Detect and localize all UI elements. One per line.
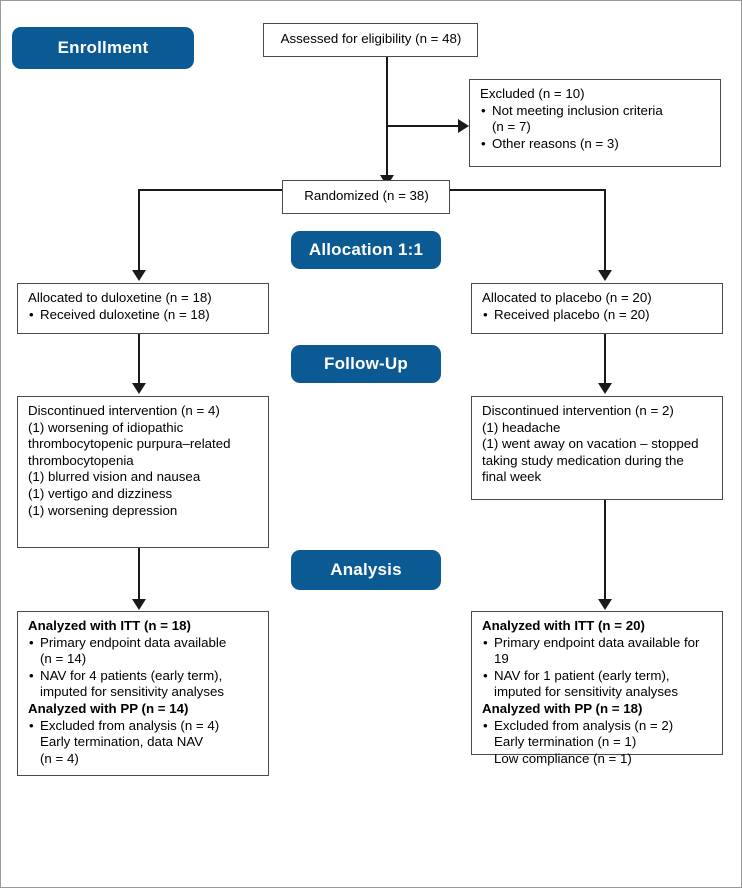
excluded-item-0: Not meeting inclusion criteria	[480, 103, 711, 120]
follow-left-line-5: (1) worsening depression	[28, 502, 178, 518]
analysis-right-pp-item-0: Excluded from analysis (n = 2)	[482, 718, 713, 735]
randomized-label: Randomized (n = 38)	[304, 188, 429, 203]
connector-allocleft-to-followleft	[138, 334, 140, 386]
box-analysis-placebo: Analyzed with ITT (n = 20) Primary endpo…	[471, 611, 723, 766]
analysis-left-pp-item-0: Excluded from analysis (n = 4)	[28, 718, 259, 735]
connector-allocright-to-followright	[604, 334, 606, 386]
box-randomized: Randomized (n = 38)	[282, 180, 450, 214]
arrowhead-follow-right	[598, 383, 612, 394]
alloc-left-title: Allocated to duloxetine (n = 18)	[28, 290, 212, 305]
stage-pill-followup: Follow-Up	[291, 345, 441, 383]
box-allocated-duloxetine: Allocated to duloxetine (n = 18) Receive…	[17, 283, 269, 334]
arrowhead-analysis-left	[132, 599, 146, 610]
follow-right-line-0: (1) headache	[482, 419, 561, 435]
connector-randomized-left	[138, 189, 283, 191]
follow-right-line-3: final week	[482, 469, 542, 485]
assessed-label: Assessed for eligibility (n = 48)	[280, 31, 462, 46]
arrowhead-alloc-left	[132, 270, 146, 281]
analysis-right-pp-title: Analyzed with PP (n = 18)	[482, 700, 643, 716]
box-assessed-for-eligibility: Assessed for eligibility (n = 48)	[263, 23, 478, 57]
box-excluded: Excluded (n = 10) Not meeting inclusion …	[469, 79, 721, 167]
excluded-title: Excluded (n = 10)	[480, 86, 585, 101]
stage-pill-analysis: Analysis	[291, 550, 441, 590]
analysis-left-itt-title: Analyzed with ITT (n = 18)	[28, 618, 191, 633]
follow-right-title: Discontinued intervention (n = 2)	[482, 403, 674, 418]
stage-pill-enrollment: Enrollment	[12, 27, 194, 69]
alloc-right-title: Allocated to placebo (n = 20)	[482, 290, 652, 305]
analysis-left-pp-title: Analyzed with PP (n = 14)	[28, 700, 189, 716]
stage-label-followup: Follow-Up	[324, 354, 408, 373]
analysis-left-pp-item-1: Early termination, data NAV	[40, 734, 204, 750]
analysis-right-pp-item-1: Early termination (n = 1)	[494, 734, 637, 750]
excluded-item-2: Other reasons (n = 3)	[480, 136, 711, 153]
stage-label-enrollment: Enrollment	[57, 38, 149, 57]
arrowhead-alloc-right	[598, 270, 612, 281]
analysis-left-pp-item-2: (n = 4)	[40, 750, 79, 766]
connector-randomized-right	[449, 189, 605, 191]
alloc-left-item-0: Received duloxetine (n = 18)	[28, 307, 259, 324]
analysis-left-itt-item-1: (n = 14)	[40, 651, 87, 667]
box-discontinued-duloxetine: Discontinued intervention (n = 4) (1) wo…	[17, 396, 269, 548]
connector-left-down	[138, 189, 140, 273]
analysis-right-pp-item-2: Low compliance (n = 1)	[494, 750, 632, 766]
box-analysis-duloxetine: Analyzed with ITT (n = 18) Primary endpo…	[17, 611, 269, 776]
connector-followright-to-analysisright	[604, 500, 606, 602]
analysis-left-itt-item-3: imputed for sensitivity analyses	[40, 684, 225, 700]
analysis-right-itt-item-1: NAV for 1 patient (early term),	[482, 668, 713, 685]
follow-left-title: Discontinued intervention (n = 4)	[28, 403, 220, 418]
excluded-item-1: (n = 7)	[492, 119, 531, 135]
connector-assessed-to-randomized	[386, 57, 388, 178]
box-allocated-placebo: Allocated to placebo (n = 20) Received p…	[471, 283, 723, 334]
stage-label-allocation: Allocation 1:1	[308, 240, 424, 259]
follow-right-line-2: taking study medication during the	[482, 452, 684, 468]
analysis-right-itt-item-0: Primary endpoint data available for 19	[482, 635, 713, 668]
analysis-left-itt-item-0: Primary endpoint data available	[28, 635, 259, 652]
arrowhead-analysis-right	[598, 599, 612, 610]
follow-left-line-2: thrombocytopenia	[28, 452, 134, 468]
arrowhead-follow-left	[132, 383, 146, 394]
stage-pill-allocation: Allocation 1:1	[291, 231, 441, 269]
analysis-right-itt-item-2: imputed for sensitivity analyses	[494, 684, 679, 700]
follow-left-line-1: thrombocytopenic purpura–related	[28, 436, 231, 452]
connector-to-excluded	[386, 125, 466, 127]
box-discontinued-placebo: Discontinued intervention (n = 2) (1) he…	[471, 396, 723, 500]
stage-label-analysis: Analysis	[330, 560, 402, 579]
analysis-right-itt-title: Analyzed with ITT (n = 20)	[482, 618, 645, 633]
follow-left-line-0: (1) worsening of idiopathic	[28, 419, 184, 435]
follow-left-line-4: (1) vertigo and dizziness	[28, 485, 173, 501]
analysis-left-itt-item-2: NAV for 4 patients (early term),	[28, 668, 259, 685]
follow-left-line-3: (1) blurred vision and nausea	[28, 469, 201, 485]
arrowhead-excluded	[458, 119, 469, 133]
connector-right-down	[604, 189, 606, 273]
connector-followleft-to-analysisleft	[138, 548, 140, 602]
follow-right-line-1: (1) went away on vacation – stopped	[482, 436, 699, 452]
alloc-right-item-0: Received placebo (n = 20)	[482, 307, 713, 324]
